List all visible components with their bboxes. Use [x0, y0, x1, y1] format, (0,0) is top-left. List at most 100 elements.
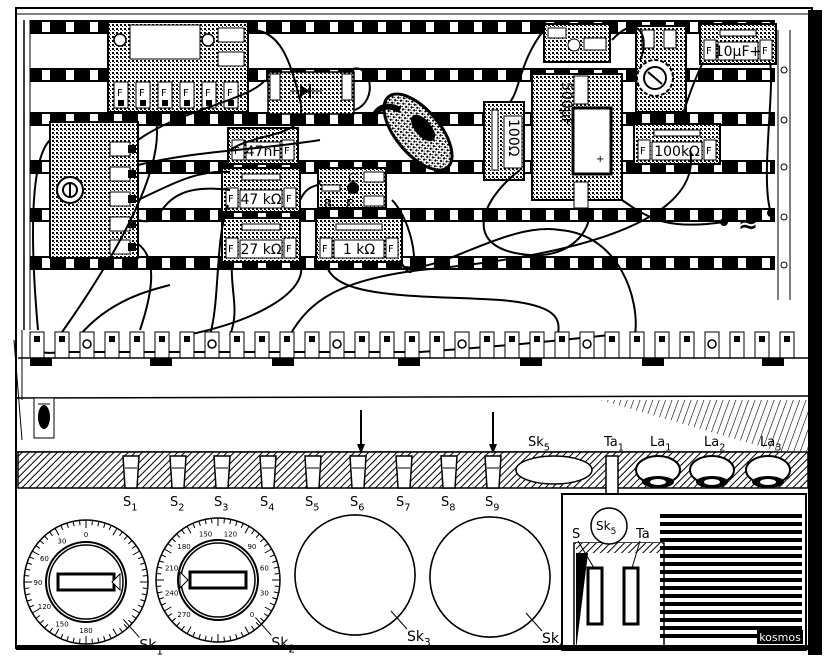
dial-tick	[223, 518, 225, 524]
rail-slot	[762, 70, 770, 80]
mount-foot	[398, 358, 420, 366]
screw-icon	[82, 339, 92, 349]
terminal-clip	[279, 331, 295, 359]
rail-slot	[210, 258, 218, 268]
rail-slot	[522, 70, 530, 80]
terminal-contact	[184, 100, 190, 106]
rail-slot	[354, 210, 362, 220]
dial-tick	[131, 615, 137, 619]
terminal-contact	[634, 336, 640, 342]
dial-tick	[176, 622, 181, 627]
terminal-tab	[109, 191, 131, 207]
dial-scale-label: 240	[165, 589, 178, 597]
dial-tick	[97, 521, 100, 527]
terminal-clip	[604, 331, 620, 359]
switch-label-5: S5	[305, 495, 319, 514]
dial-tick	[272, 560, 278, 563]
terminal-tab	[217, 51, 245, 67]
terminal-letter: F	[161, 88, 167, 99]
rail-slot	[378, 70, 386, 80]
dial-tick	[251, 625, 255, 631]
terminal-clip	[554, 331, 570, 359]
rail-slot	[738, 258, 746, 268]
wires	[32, 26, 773, 354]
switch-label-6: S6	[350, 495, 364, 514]
knob-label: Sk3	[407, 629, 431, 649]
dial-tick	[108, 525, 112, 531]
terminal-contact	[434, 336, 440, 342]
top-label-0: Sk5	[528, 435, 550, 454]
rail-slot	[282, 210, 290, 220]
rail-slot	[42, 70, 50, 80]
grille-slat	[660, 562, 802, 566]
dial-scale-label: 180	[177, 543, 190, 551]
dial-tick	[263, 613, 269, 617]
rail-slot	[186, 114, 194, 124]
rail-slot	[546, 258, 554, 268]
rail-slot	[378, 22, 386, 32]
mount-foot	[520, 358, 542, 366]
dial-scale-label: 60	[40, 555, 49, 563]
rail-slot	[162, 210, 170, 220]
svg-text:+: +	[596, 154, 604, 165]
dial-tick	[128, 540, 133, 545]
leader-line	[123, 619, 140, 638]
dial-tick	[44, 624, 49, 629]
rail-slot	[306, 258, 314, 268]
rail-slot	[42, 162, 50, 172]
dial-tick	[137, 604, 143, 608]
rail-slot	[402, 22, 410, 32]
rail-slot	[306, 114, 314, 124]
terminal-contact	[684, 336, 690, 342]
terminal-tab	[703, 139, 717, 161]
dial-tick	[25, 568, 31, 571]
grille-slat	[660, 594, 802, 598]
rail-slot	[522, 22, 530, 32]
dial-tick	[66, 636, 69, 642]
slide-switch	[259, 455, 277, 489]
rail-slot	[426, 210, 434, 220]
terminal-clip	[479, 331, 495, 359]
dial-tick	[140, 562, 146, 565]
screw-icon	[207, 339, 217, 349]
rail-slot	[618, 258, 626, 268]
dial-tick	[103, 636, 106, 642]
dial-tick	[167, 543, 173, 547]
grille-slat	[660, 586, 802, 590]
terminal-letter: F	[388, 244, 394, 255]
terminal-tab	[637, 139, 651, 161]
dial-tick	[158, 560, 164, 563]
right-edge-strip	[777, 30, 791, 300]
terminal-contact	[309, 336, 315, 342]
rail-slot	[642, 162, 650, 172]
terminal-contact	[59, 336, 65, 342]
terminal-letter: F	[286, 194, 292, 205]
top-label-1: Ta1	[603, 435, 624, 454]
knob-sk1: 0306090120150180Sk1	[23, 519, 163, 657]
rail-slot	[714, 162, 722, 172]
rail-slot	[714, 258, 722, 268]
knob-outline	[429, 516, 551, 638]
dial-tick	[72, 521, 75, 527]
dial-scale-label: 90	[34, 579, 43, 587]
terminal-contact	[759, 336, 765, 342]
dial-tick	[223, 636, 225, 642]
inset-switch-s	[586, 566, 604, 626]
dial-tick	[255, 533, 260, 538]
rail-slot	[354, 22, 362, 32]
rail-slot	[210, 210, 218, 220]
rail-slot	[138, 162, 146, 172]
rail-slot	[738, 210, 746, 220]
rail-slot	[474, 162, 482, 172]
terminal-letter: F	[322, 244, 328, 255]
terminal-clip	[654, 331, 670, 359]
dial-tick	[264, 606, 272, 612]
mount-foot	[150, 358, 172, 366]
dial-scale-label: 120	[224, 531, 237, 539]
leader-line	[255, 617, 272, 636]
rail-slot	[594, 210, 602, 220]
